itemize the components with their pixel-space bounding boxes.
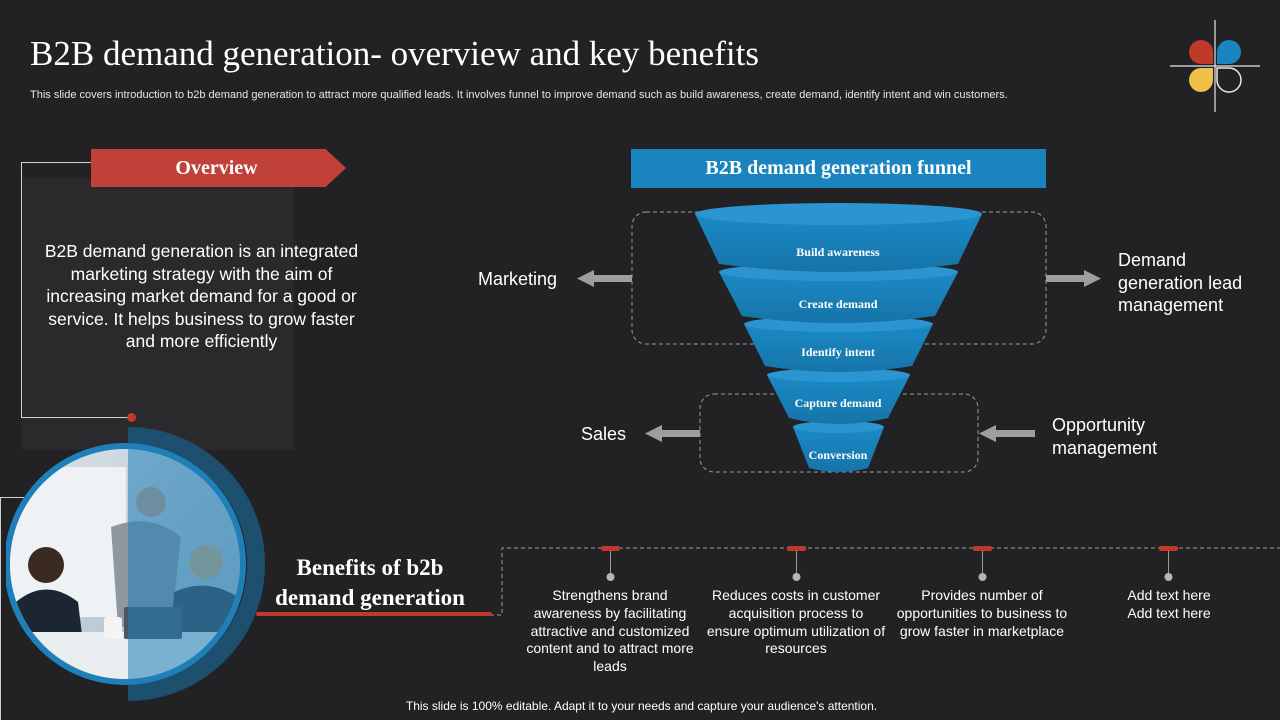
overview-frame — [21, 162, 132, 418]
benefit-item-1: Strengthens brand awareness by facilitat… — [526, 587, 694, 675]
benefit-item-2: Reduces costs in customer acquisition pr… — [706, 587, 886, 657]
benefit-marker-3-icon — [973, 546, 992, 581]
overview-frame-dot — [127, 413, 136, 422]
benefits-title: Benefits of b2b demand generation — [275, 555, 465, 610]
label-marketing: Marketing — [478, 269, 558, 289]
overview-text: B2B demand generation is an integrated m… — [44, 241, 359, 351]
footer-note: This slide is 100% editable. Adapt it to… — [405, 699, 878, 713]
label-opportunity-management: Opportunity management — [1052, 415, 1158, 458]
overview-panel — [22, 178, 294, 450]
funnel-header: B2B demand generation funnel — [631, 149, 1046, 188]
funnel-stage-label-2: Create demand — [798, 297, 878, 311]
benefit-marker-4-icon — [1159, 546, 1178, 581]
funnel-stage-capture-rim — [767, 368, 910, 382]
funnel-stage-create-rim — [719, 263, 958, 281]
page-title: B2B demand generation- overview and key … — [30, 34, 759, 73]
arrow-left-sales-icon — [645, 425, 700, 442]
marketing-group-box — [631, 211, 1047, 345]
funnel-stage-label-4: Capture demand — [794, 396, 882, 410]
brand-logo-icon — [1170, 20, 1260, 112]
arrow-left-marketing-icon — [577, 270, 632, 287]
funnel-stage-conversion-rim — [793, 421, 884, 433]
team-photo-image — [6, 427, 265, 701]
benefit-item-3: Provides number of opportunities to busi… — [896, 587, 1068, 639]
label-demand-generation-lead-management: Demand generation lead management — [1118, 250, 1243, 315]
page-subtitle: This slide covers introduction to b2b de… — [30, 89, 1008, 101]
benefit-marker-1-icon — [601, 546, 620, 581]
funnel-stage-label-1: Build awareness — [796, 245, 880, 259]
overview-tab-shape — [91, 149, 346, 187]
arrow-right-demand-icon — [1046, 270, 1101, 287]
funnel-stage-label-5: Conversion — [808, 448, 868, 462]
benefit-item-4: Add text here Add text here — [1127, 587, 1211, 621]
benefits-underline — [256, 612, 492, 616]
funnel-stage-build-rim — [695, 203, 982, 225]
funnel-stage-build — [695, 214, 982, 272]
label-sales: Sales — [581, 424, 627, 444]
funnel-stage-identify-rim — [744, 316, 933, 332]
funnel-stage-label-3: Identify intent — [801, 345, 875, 359]
benefit-marker-2-icon — [787, 546, 806, 581]
arrow-left-opportunity-icon — [979, 425, 1035, 442]
overview-tab-label: Overview — [175, 157, 258, 179]
